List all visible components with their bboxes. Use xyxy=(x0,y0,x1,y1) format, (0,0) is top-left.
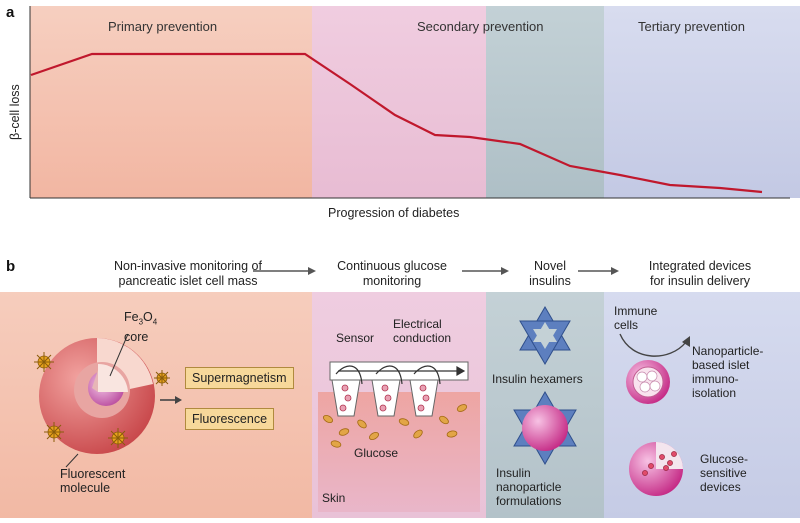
islet-isolation-label: Nanoparticle- based islet immuno- isolat… xyxy=(692,344,764,400)
beta-cell-loss-curve xyxy=(30,52,763,194)
fe3o4-core-label: Fe3O4 core xyxy=(124,310,158,344)
panel-a-label: a xyxy=(6,4,15,21)
fluorescence-box: Fluorescence xyxy=(185,408,275,430)
skin-label: Skin xyxy=(322,491,346,505)
step-novel-insulins: Novel insulins xyxy=(529,259,571,288)
supermagnetism-box: Supermagnetism xyxy=(185,367,294,389)
step-monitoring-islet: Non-invasive monitoring of pancreatic is… xyxy=(114,259,262,288)
panel-a-chart xyxy=(29,6,800,199)
sensor-label: Sensor xyxy=(336,331,375,345)
panel-b-illustration xyxy=(0,292,800,518)
step-glucose-monitoring: Continuous glucose monitoring xyxy=(337,259,447,288)
core-pointer xyxy=(109,333,129,377)
zone-title-tertiary: Tertiary prevention xyxy=(638,19,745,34)
nanoparticle-sphere xyxy=(39,338,155,454)
y-axis-label: β-cell loss xyxy=(8,84,22,140)
insulin-nanoparticle-ball xyxy=(522,405,568,451)
glucose-label: Glucose xyxy=(354,446,399,460)
immune-cells-label: Immune cells xyxy=(614,304,658,332)
glucose-molecules xyxy=(323,404,468,448)
step-integrated-devices: Integrated devices for insulin delivery xyxy=(648,259,752,288)
molecule-pointer xyxy=(65,453,79,468)
step-arrows xyxy=(253,267,619,275)
glucose-sensitive-device xyxy=(629,442,683,496)
insulin-hexamers-label: Insulin hexamers xyxy=(492,372,583,386)
fluorescent-molecule-label: Fluorescent molecule xyxy=(60,467,126,495)
electrical-conduction-label: Electrical conduction xyxy=(393,317,452,345)
immune-arrow xyxy=(619,333,687,357)
zone-primary xyxy=(30,6,312,198)
insulin-nanoparticle-label: Insulin nanoparticle formulations xyxy=(496,466,562,508)
zone-tertiary xyxy=(604,6,800,198)
glucose-devices-label: Glucose- sensitive devices xyxy=(700,452,749,494)
zone-title-primary: Primary prevention xyxy=(108,19,218,34)
glucose-dots xyxy=(339,384,430,412)
zone-secondary xyxy=(312,6,486,198)
panel-b-label: b xyxy=(6,258,16,275)
zone-secondary-late xyxy=(486,6,604,198)
islet-capsule xyxy=(626,360,670,404)
x-axis-label: Progression of diabetes xyxy=(328,206,460,220)
conduction-arrows xyxy=(335,365,466,385)
zone-title-secondary: Secondary prevention xyxy=(417,19,544,34)
